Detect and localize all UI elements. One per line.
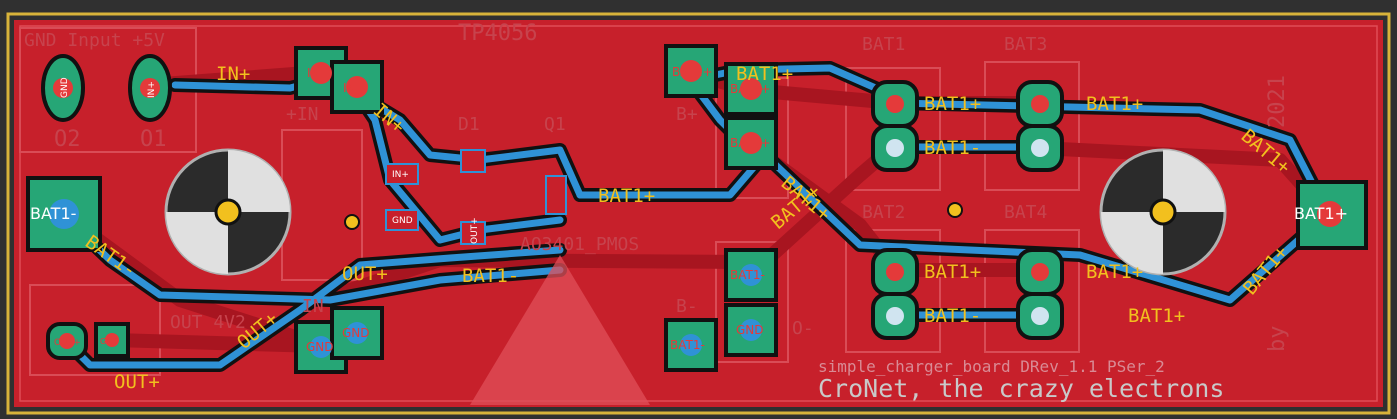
net-bat1-minus-bat2: BAT1- (924, 305, 981, 327)
label-bat1: BAT1 (862, 34, 905, 55)
mounting-hole-left[interactable] (164, 148, 292, 276)
net-in-plus: IN+ (216, 63, 250, 85)
net-bat1-plus-bottom: BAT1+ (1128, 305, 1185, 327)
net-out-plus-bottom: OUT+ (114, 371, 160, 393)
label-tp4056: TP4056 (458, 21, 537, 46)
pad-label-gnd-out: GND (100, 337, 118, 346)
label-bat3: BAT3 (1004, 34, 1047, 55)
pad-label-in-plus-input: IN+ (147, 81, 157, 98)
label-gnd-input-5v: GND Input +5V (24, 30, 165, 51)
esd-warning-logo (470, 255, 650, 405)
vias (344, 202, 963, 230)
output-connector[interactable] (46, 322, 130, 360)
label-b-plus: B+ (676, 104, 698, 125)
label-o-minus: O- (792, 318, 814, 339)
net-bat1-plus-bat4: BAT1+ (1086, 261, 1143, 283)
label-bat4: BAT4 (1004, 202, 1047, 223)
label-out-4v2: OUT 4V2 (170, 312, 246, 333)
net-bat1-minus-center: BAT1- (462, 265, 519, 287)
net-bat1-plus-bat2: BAT1+ (924, 261, 981, 283)
label-bat2: BAT2 (862, 202, 905, 223)
net-bat1-plus-bat1: BAT1+ (924, 93, 981, 115)
label-d1: D1 (458, 114, 480, 135)
label-o2: O2 (54, 127, 81, 152)
mounting-hole-right[interactable] (1099, 148, 1227, 276)
board-revision-label: simple_charger_board DRev_1.1 PSer_2 (818, 357, 1165, 376)
pad-label-bat1-plus-c: BAT1+ (730, 136, 771, 150)
label-plus-in: +IN (286, 104, 319, 125)
battery-pads[interactable] (871, 80, 1064, 340)
board-inner-outline (19, 25, 1378, 402)
label-q1-part: AO3401_PMOS (520, 234, 639, 255)
pad-label-bat1-plus-a: BAT1+ (672, 65, 713, 79)
net-bat1-plus-top: BAT1+ (736, 63, 793, 85)
smd-label-gnd: GND (392, 216, 413, 226)
brand-label: CroNet, the crazy electrons (818, 374, 1224, 403)
input-connector[interactable] (41, 54, 172, 122)
pad-label-gnd-input: GND (60, 77, 70, 98)
label-b-minus: B- (676, 296, 698, 317)
smd-pads[interactable] (385, 149, 567, 245)
label-in: IN (302, 296, 324, 317)
pad-label-bat1-minus-left: BAT1- (30, 204, 76, 223)
label-q1: Q1 (544, 114, 566, 135)
net-bat1-minus-bat1: BAT1- (924, 137, 981, 159)
pad-label-gnd-b: GND (306, 340, 334, 354)
pad-label-bat1-plus-right: BAT1+ (1294, 204, 1348, 223)
net-bat1-plus-bat3: BAT1+ (1086, 93, 1143, 115)
pad-label-gnd-a: GND (736, 323, 764, 337)
smd-label-in-plus: IN+ (392, 170, 409, 180)
pad-label-bat1-minus-b: BAT1- (670, 338, 705, 352)
pad-label-bat1-plus-b: BAT1+ (730, 82, 771, 96)
pad-label-gnd-c: GND (342, 326, 370, 340)
net-out-plus-center: OUT+ (342, 263, 388, 285)
pad-holes (49, 60, 1343, 358)
smd-label-out-plus: OUT+ (470, 217, 480, 244)
label-year: 2021 (1265, 75, 1290, 128)
label-o1: O1 (140, 127, 167, 152)
pad-label-in-plus-1: IN+ (307, 66, 330, 80)
pad-label-bat1-minus-a: BAT1- (730, 268, 765, 282)
board-frame (6, 12, 1391, 415)
pad-label-in-plus-2: IN+ (343, 81, 366, 95)
label-by: by (1265, 326, 1290, 353)
pad-label-out-plus: OUT+ (54, 338, 81, 348)
net-bat1-plus-mid: BAT1+ (598, 185, 655, 207)
